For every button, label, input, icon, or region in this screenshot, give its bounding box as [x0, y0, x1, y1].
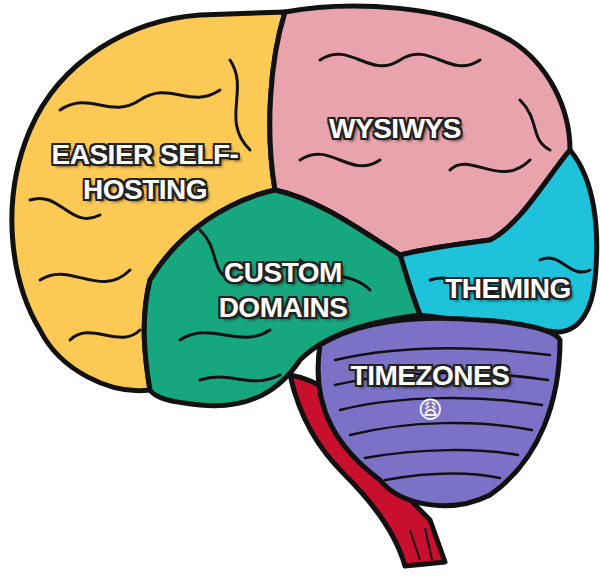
- brainstem-lines: [410, 528, 432, 560]
- region-label: TIMEZONES: [320, 358, 540, 393]
- occipital-lobe: [400, 150, 597, 332]
- region-label: EASIER SELF-HOSTING: [10, 137, 280, 207]
- gyri-lines: [30, 54, 590, 381]
- region-label: WYSIWYS: [285, 111, 505, 146]
- region-label: THEMING: [418, 271, 598, 306]
- cerebellum: [318, 318, 560, 505]
- emoji-label: 😩: [400, 396, 460, 424]
- region-label: CUSTOM DOMAINS: [183, 255, 383, 325]
